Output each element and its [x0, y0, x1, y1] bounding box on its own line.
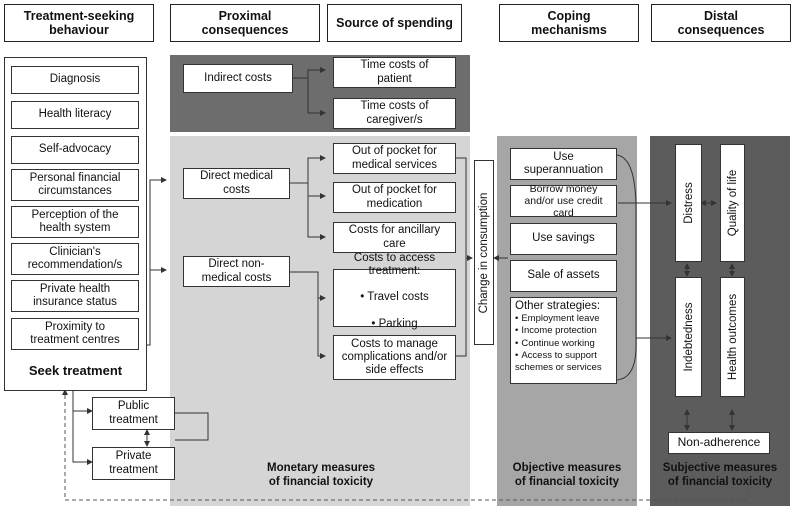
other-strategy-item: Access to support schemes or services: [515, 350, 612, 375]
distal-health-outcomes: Health outcomes: [720, 277, 745, 397]
factor-clinician: Clinician's recommendation/s: [11, 243, 139, 275]
costs-complications: Costs to manage complications and/or sid…: [333, 335, 456, 380]
caption-monetary: Monetary measures of financial toxicity: [266, 462, 376, 488]
other-strategies-title: Other strategies:: [515, 300, 601, 312]
access-list: • Travel costs • Parking: [360, 278, 429, 344]
coping-other-strategies: Other strategies: Employment leave Incom…: [510, 297, 617, 384]
direct-medical-costs: Direct medical costs: [183, 168, 290, 199]
other-strategy-item: Employment leave: [515, 313, 612, 325]
other-strategy-item: Continue working: [515, 338, 612, 350]
factor-proximity: Proximity to treatment centres: [11, 318, 139, 350]
oop-medical-services: Out of pocket for medical services: [333, 143, 456, 174]
change-in-consumption: Change in consumption: [474, 160, 494, 345]
header-distal: Distal consequences: [651, 4, 791, 42]
seek-treatment-label: Seek treatment: [28, 363, 123, 378]
factor-insurance: Private health insurance status: [11, 280, 139, 312]
access-title: Costs to access treatment:: [353, 251, 436, 277]
factor-health-literacy: Health literacy: [11, 101, 139, 129]
header-source: Source of spending: [327, 4, 462, 42]
costs-access-treatment: Costs to access treatment: • Travel cost…: [333, 252, 456, 330]
coping-assets: Sale of assets: [510, 260, 617, 292]
factor-personal-financial: Personal financial circumstances: [11, 169, 139, 201]
indirect-costs: Indirect costs: [183, 64, 293, 93]
private-treatment: Private treatment: [92, 447, 175, 480]
other-strategy-item: Income protection: [515, 325, 612, 337]
other-strategies-list: Employment leave Income protection Conti…: [515, 313, 612, 375]
distal-quality-of-life: Quality of life: [720, 144, 745, 262]
caption-subjective: Subjective measures of financial toxicit…: [662, 462, 778, 488]
time-costs-patient: Time costs of patient: [333, 57, 456, 88]
time-costs-caregiver: Time costs of caregiver/s: [333, 98, 456, 129]
header-coping: Coping mechanisms: [499, 4, 639, 42]
factor-self-advocacy: Self-advocacy: [11, 136, 139, 164]
caption-objective: Objective measures of financial toxicity: [512, 462, 622, 488]
oop-medication: Out of pocket for medication: [333, 182, 456, 213]
factor-perception: Perception of the health system: [11, 206, 139, 238]
direct-non-medical-costs: Direct non- medical costs: [183, 256, 290, 287]
access-item: • Parking: [371, 317, 418, 330]
factor-diagnosis: Diagnosis: [11, 66, 139, 94]
public-treatment: Public treatment: [92, 397, 175, 430]
distal-non-adherence: Non-adherence: [668, 432, 770, 454]
coping-savings: Use savings: [510, 223, 617, 255]
coping-superannuation: Use superannuation: [510, 148, 617, 180]
coping-borrow: Borrow money and/or use credit card: [510, 183, 617, 219]
header-treatment-seeking: Treatment-seeking behaviour: [4, 4, 154, 42]
distal-indebtedness: Indebtedness: [675, 277, 702, 397]
access-item: • Travel costs: [360, 291, 429, 304]
header-proximal: Proximal consequences: [170, 4, 320, 42]
distal-distress: Distress: [675, 144, 702, 262]
ancillary-care: Costs for ancillary care: [333, 222, 456, 253]
